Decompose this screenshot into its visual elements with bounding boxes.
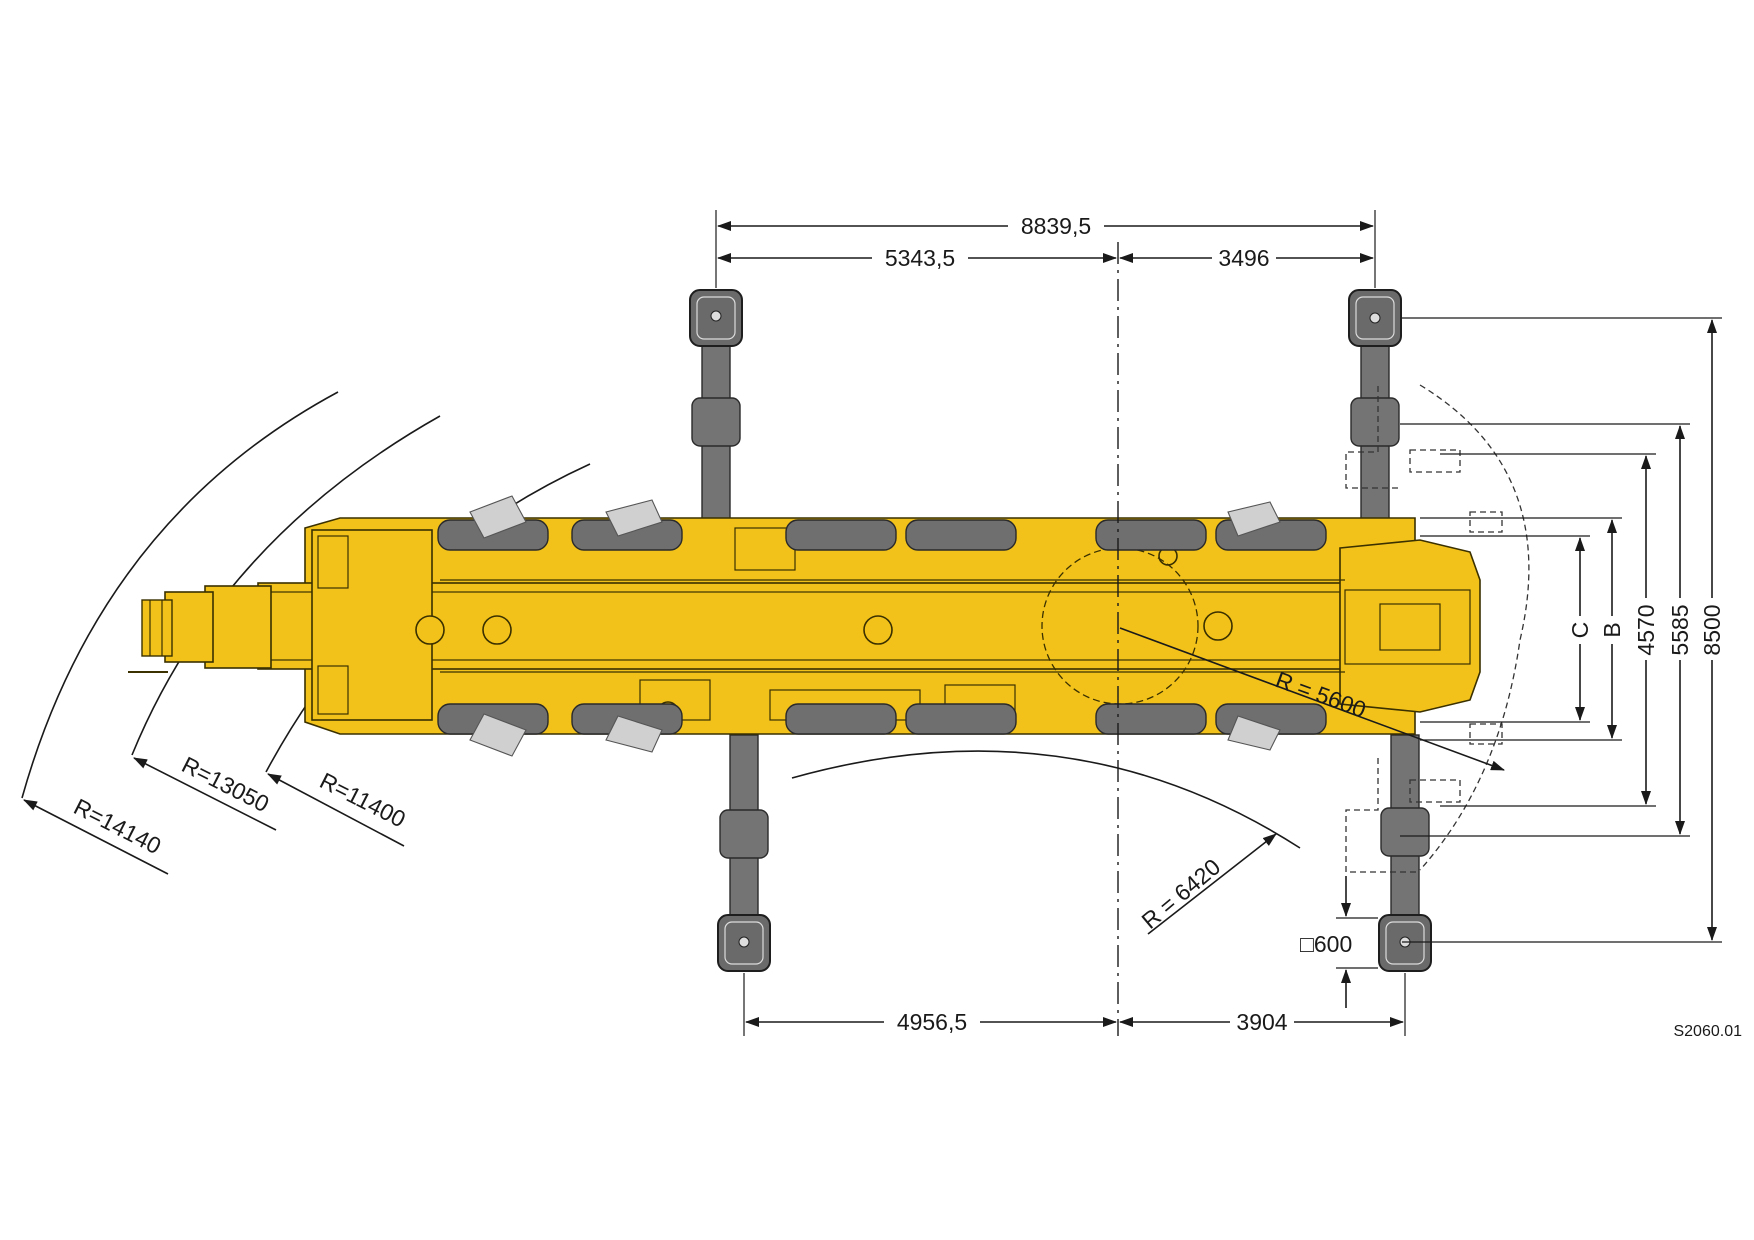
outrigger-sleeve-top-left (691, 397, 741, 447)
tyres (437, 495, 1327, 757)
dim-label-bg-b (1600, 616, 1624, 644)
dim-label-top-left: 5343,5 (885, 245, 955, 271)
dim-label-bg-8500 (1699, 598, 1725, 660)
tyre-steer-ghost-6 (1227, 715, 1281, 751)
dim-label-4570: 4570 (1633, 604, 1659, 655)
dashed-box-4 (1409, 779, 1461, 803)
boom-head (204, 585, 272, 669)
dashed-outline-rear-bottom (1345, 758, 1420, 873)
boom-tip-section (164, 591, 214, 663)
dim-label-5585: 5585 (1667, 604, 1693, 655)
outrigger-pin-bottom-left (738, 936, 750, 948)
radius-label-13050: R=13050 (178, 751, 274, 817)
drawing-id: S2060.01 (1673, 1023, 1742, 1040)
dim-label-pad-size: □600 (1300, 931, 1352, 957)
tyre-top-4 (905, 519, 1017, 551)
boom-pivot-4 (1203, 611, 1233, 641)
radius-label-11400: R=11400 (316, 767, 410, 832)
outrigger-sleeve-top-right (1350, 397, 1400, 447)
radius-label-14140: R=14140 (70, 793, 166, 859)
cab-window-top (317, 535, 349, 589)
dim-label-bg-4570 (1633, 598, 1659, 660)
bottom-dimensions: 4956,5 3904 (745, 1006, 1404, 1035)
pad-size-dimension: □600 (1300, 876, 1378, 1008)
outrigger-sleeve-bottom-right (1380, 807, 1430, 857)
dim-label-bg-top-left (872, 242, 968, 270)
tyre-bottom-4 (905, 703, 1017, 735)
dashed-box-3 (1469, 723, 1503, 745)
radius-leader-11400 (267, 773, 405, 847)
dim-label-bottom-left: 4956,5 (897, 1009, 967, 1035)
tyre-steer-ghost-2 (469, 713, 527, 757)
dim-label-bg-top-total (1008, 210, 1104, 238)
dim-label-bg-top-right (1212, 242, 1276, 270)
dim-label-top-right: 3496 (1218, 245, 1269, 271)
crane-carrier (128, 517, 1481, 735)
outrigger-sleeve-bottom-left (719, 809, 769, 859)
tyre-top-5 (1095, 519, 1207, 551)
outrigger-pin-top-right (1369, 312, 1381, 324)
radius-arc-14140 (21, 391, 339, 799)
radius-leader-5600 (1119, 627, 1505, 771)
top-dimensions: 8839,5 5343,5 3496 (717, 210, 1374, 271)
driver-cab (311, 529, 433, 721)
tyre-steer-ghost-5 (1227, 501, 1281, 537)
dim-label-top-total: 8839,5 (1021, 213, 1091, 239)
outrigger-pin-top-left (710, 310, 722, 322)
radius-leader-13050 (133, 757, 277, 831)
tyre-steer-ghost-4 (605, 715, 663, 753)
dim-label-b: B (1599, 622, 1625, 637)
tyre-top-3 (785, 519, 897, 551)
counterweight (1339, 539, 1481, 713)
dim-label-bg-bottom-left (884, 1006, 980, 1034)
tyre-steer-ghost-3 (605, 499, 663, 537)
dim-label-c: C (1567, 622, 1593, 639)
outrigger-pad-top-left-inner (696, 296, 736, 340)
dim-label-8500: 8500 (1699, 604, 1725, 655)
boom-pivot-1 (415, 615, 445, 645)
radius-arc-6420 (791, 750, 1301, 849)
outrigger-pad-bottom-right-inner (1385, 921, 1425, 965)
superstructure-block (1379, 603, 1441, 651)
dim-label-bg-bottom-right (1230, 1006, 1294, 1034)
radius-label-6420: R = 6420 (1137, 853, 1226, 933)
dim-label-bg-5585 (1667, 598, 1693, 660)
dashed-box-2 (1469, 511, 1503, 533)
dashed-box-1 (1409, 449, 1461, 473)
cab-window-bottom (317, 665, 349, 715)
outrigger-pad-top-right-inner (1355, 296, 1395, 340)
tyre-steer-ghost-1 (469, 495, 527, 539)
dashed-outline-rear-top (1345, 386, 1400, 489)
tyre-bottom-3 (785, 703, 897, 735)
tyre-bottom-5 (1095, 703, 1207, 735)
radius-leader-14140 (23, 799, 169, 875)
hook-block (128, 599, 173, 673)
right-dimensions: 8500 5585 4570 B C (1400, 317, 1725, 943)
radius-arc-13050 (131, 415, 441, 756)
boom-pivot-3 (863, 615, 893, 645)
outrigger-pad-bottom-left-inner (724, 921, 764, 965)
counterweight-frame (1344, 589, 1471, 665)
boom-pivot-2 (482, 615, 512, 645)
dim-label-bg-c (1568, 616, 1592, 644)
dim-label-bottom-right: 3904 (1236, 1009, 1287, 1035)
radius-leader-6420 (1147, 833, 1277, 935)
